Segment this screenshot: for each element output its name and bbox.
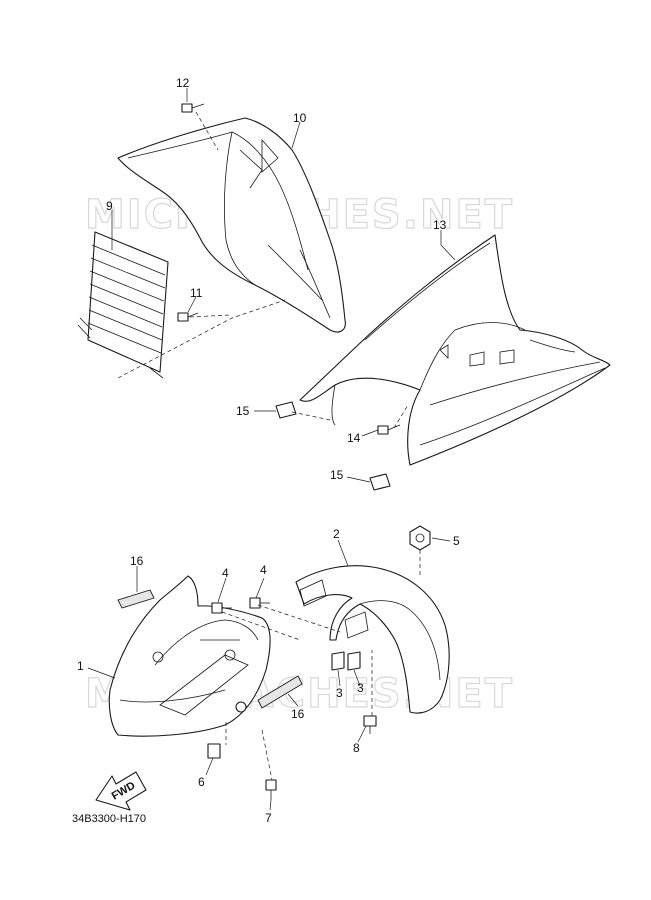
callout-3-right: 3	[357, 681, 364, 695]
callout-8: 8	[353, 741, 360, 755]
part-1-grommet	[235, 701, 247, 713]
assembly-line-grille	[117, 299, 286, 379]
assembly-line-12	[195, 111, 219, 151]
callout-16-lower: 16	[291, 707, 305, 721]
leader-4a	[217, 577, 227, 603]
part-3-clip-right[interactable]	[347, 651, 361, 671]
callout-7: 7	[265, 811, 272, 825]
leader-2	[337, 539, 349, 567]
callout-15-lower: 15	[330, 468, 344, 482]
part-15-clip-lower[interactable]	[369, 473, 391, 491]
part-3-clip-left[interactable]	[331, 651, 345, 671]
part-7-screw[interactable]	[265, 779, 277, 800]
assembly-line-7	[261, 729, 273, 781]
leader-5	[431, 537, 451, 542]
assembly-line-4	[221, 604, 341, 641]
part-10-inner-panel[interactable]	[117, 117, 346, 333]
part-12-bolt[interactable]	[181, 103, 205, 113]
leader-8	[357, 725, 367, 743]
callout-10: 10	[293, 111, 307, 125]
part-2-front-fender[interactable]	[295, 565, 450, 714]
part-11-bolt[interactable]	[177, 312, 199, 322]
callout-12: 12	[176, 76, 190, 90]
assembly-line-11	[189, 314, 231, 318]
callout-4-right: 4	[260, 563, 267, 577]
part-9-grille[interactable]	[77, 231, 169, 379]
leader-11	[187, 296, 197, 313]
part-16-emblem-top[interactable]	[117, 589, 155, 609]
assembly-line-14	[393, 404, 409, 429]
callout-9: 9	[106, 199, 113, 213]
part-15-clip-upper[interactable]	[275, 401, 297, 419]
part-13-lower-panel[interactable]	[299, 234, 611, 466]
part-4-bolt-left[interactable]	[211, 602, 232, 614]
callout-16-upper: 16	[130, 554, 144, 568]
part-14-bolt[interactable]	[377, 424, 401, 435]
part-16-emblem-side[interactable]	[257, 675, 303, 709]
callout-3-left: 3	[336, 686, 343, 700]
callout-11: 11	[190, 286, 203, 300]
callout-4-left: 4	[222, 566, 229, 580]
leader-7	[269, 799, 272, 811]
leader-3b	[353, 669, 361, 687]
callout-5: 5	[453, 534, 460, 548]
part-1-front-cover[interactable]	[108, 575, 271, 737]
part-6-grommet[interactable]	[207, 743, 221, 759]
callout-14: 14	[347, 431, 361, 445]
callout-2: 2	[333, 527, 340, 541]
leader-13	[440, 230, 456, 261]
leader-10	[291, 121, 301, 149]
leader-15b	[346, 476, 371, 483]
leader-16b	[287, 693, 299, 707]
fwd-arrow-icon: FWD	[95, 771, 147, 811]
callout-13: 13	[433, 218, 447, 232]
diagram-code: 34B3300-H170	[72, 813, 146, 825]
leader-1	[87, 667, 116, 679]
leader-3a	[337, 669, 341, 687]
callout-15-upper: 15	[236, 404, 250, 418]
part-5-nut[interactable]	[409, 525, 431, 551]
part-8-bolt[interactable]	[363, 715, 377, 734]
callout-1: 1	[77, 659, 84, 673]
callout-6: 6	[198, 775, 205, 789]
leader-14	[361, 429, 379, 437]
assembly-line-15a	[291, 411, 331, 421]
leader-6	[205, 757, 214, 776]
part-4-bolt-right[interactable]	[249, 597, 270, 609]
leader-4b	[255, 577, 265, 599]
